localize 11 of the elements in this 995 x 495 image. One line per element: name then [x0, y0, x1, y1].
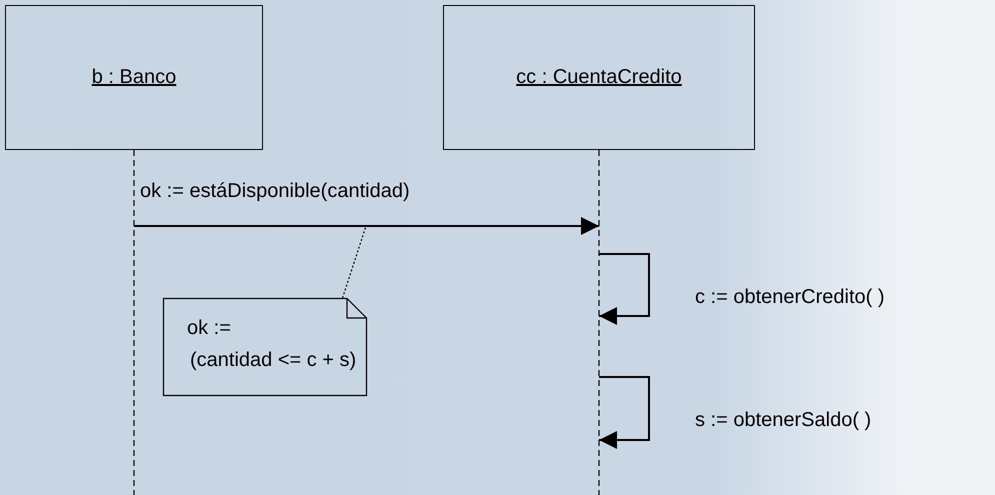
object-name: b : Banco [92, 66, 176, 89]
leader-line [342, 226, 367, 298]
note [163, 298, 367, 396]
object-name: cc : CuentaCredito [516, 66, 682, 89]
message-label: s := obtenerSaldo( ) [695, 409, 872, 432]
note-text: ok := [187, 316, 232, 341]
message-label: c := obtenerCredito( ) [695, 286, 885, 309]
message-arrow [599, 376, 650, 449]
message-arrow [134, 217, 599, 235]
message-label: ok := estáDisponible(cantidad) [140, 180, 410, 203]
message-arrow [599, 253, 650, 325]
